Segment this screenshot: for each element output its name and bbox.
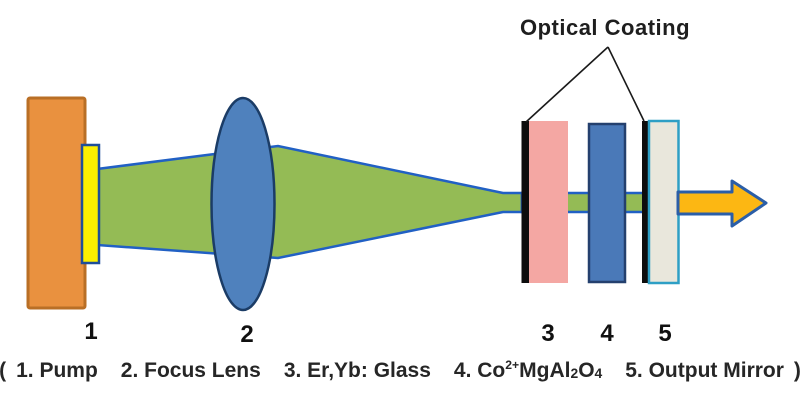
optical-coating-right — [642, 121, 649, 283]
pump-block — [26, 96, 87, 310]
legend-item-pump: 1. Pump — [16, 359, 98, 382]
leader-line-left — [525, 46, 609, 123]
legend: ( 1. Pump 2. Focus Lens 3. Er,Yb: Glass … — [0, 358, 800, 383]
legend-item-co-mid: MgAl — [519, 359, 571, 382]
legend-close-paren: ) — [794, 359, 800, 383]
legend-item-co-mid2: O — [578, 359, 595, 382]
legend-item-co-subscript-2: 4 — [594, 365, 603, 382]
optical-coating-left — [521, 121, 529, 283]
legend-item-output-mirror: 5. Output Mirror — [625, 359, 784, 382]
legend-item-focus-lens: 2. Focus Lens — [120, 359, 261, 382]
er-yb-glass-block — [529, 121, 568, 283]
legend-item-co-prefix: 4. Co — [453, 359, 506, 382]
pump-emitter-facet — [80, 143, 101, 265]
marker-5: 5 — [658, 320, 672, 347]
marker-4: 4 — [600, 320, 614, 347]
legend-item-co-subscript-1: 2 — [570, 365, 579, 382]
legend-item-co-mgal2o4: 4. Co2+MgAl2O4 — [454, 358, 602, 383]
pump-beam-shape — [95, 144, 524, 260]
legend-open-paren: ( — [0, 359, 6, 383]
legend-item-co-superscript: 2+ — [505, 358, 520, 372]
focus-lens — [210, 96, 276, 312]
marker-1: 1 — [84, 318, 98, 345]
marker-3: 3 — [541, 320, 555, 347]
legend-item-er-yb-glass: 3. Er,Yb: Glass — [283, 359, 431, 382]
output-mirror-block — [647, 119, 680, 285]
marker-2: 2 — [240, 321, 254, 348]
optical-coating-label: Optical Coating — [519, 15, 691, 40]
output-beam-arrow — [676, 179, 768, 228]
saturable-absorber-block — [587, 122, 627, 284]
leader-line-right — [607, 46, 645, 122]
